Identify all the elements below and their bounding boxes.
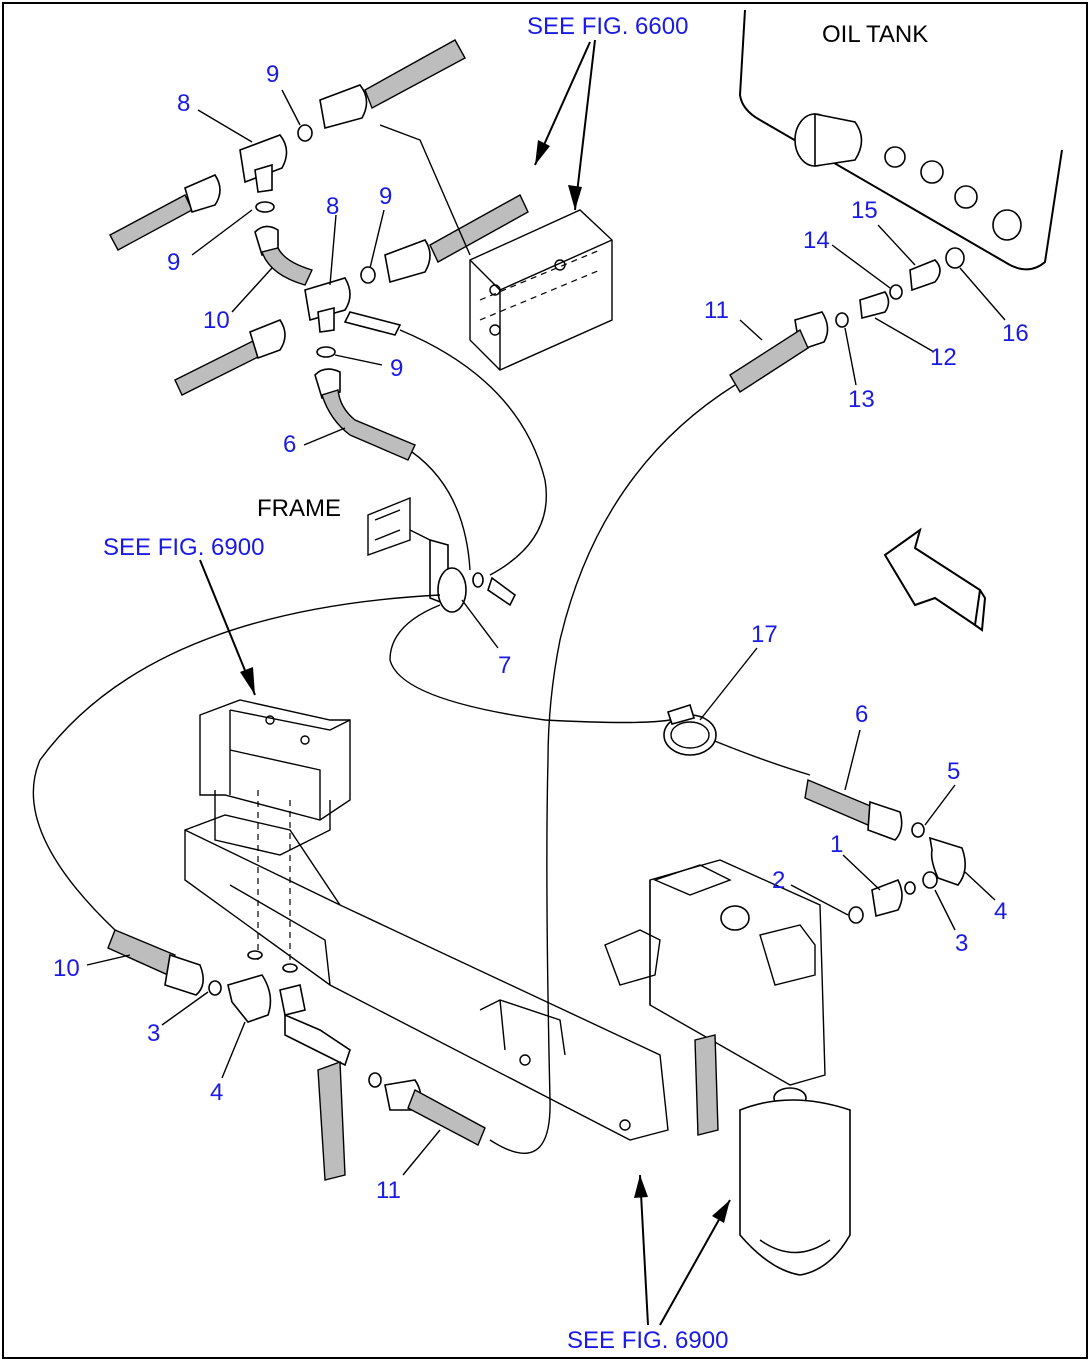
- leader-lines: [86, 89, 1006, 1176]
- filter-unit: [604, 859, 851, 1276]
- valve-block-lower-left: [199, 699, 351, 856]
- callout-10: 10: [203, 307, 230, 334]
- direction-arrow-icon: [883, 527, 987, 632]
- callout-1: 1: [830, 831, 843, 858]
- callout-7: 7: [498, 652, 511, 679]
- callout-9: 9: [379, 183, 392, 210]
- caption-see-fig-6600: SEE FIG. 6600: [527, 13, 688, 40]
- frame-member: [184, 790, 669, 1141]
- oil-tank: [738, 9, 1063, 271]
- callout-15: 15: [851, 197, 878, 224]
- callout-13: 13: [848, 386, 875, 413]
- caption-see-fig-6900-bottom: SEE FIG. 6900: [567, 1327, 728, 1354]
- callout-10: 10: [53, 955, 80, 982]
- callout-2: 2: [772, 867, 785, 894]
- callout-14: 14: [803, 227, 830, 254]
- callout-3: 3: [147, 1020, 160, 1047]
- callout-11: 11: [376, 1177, 401, 1204]
- fittings-12-16: [835, 247, 965, 328]
- tee-fittings-8: [109, 39, 529, 396]
- caption-frame: FRAME: [257, 495, 341, 522]
- callout-9: 9: [167, 249, 180, 276]
- fittings-lower-left: [107, 929, 486, 1181]
- callout-5: 5: [947, 758, 960, 785]
- elbow-6-upper: [314, 329, 547, 576]
- valve-block-upper: [379, 124, 613, 371]
- callout-6: 6: [855, 701, 868, 728]
- callout-9: 9: [266, 61, 279, 88]
- callout-17: 17: [751, 621, 778, 648]
- callout-11: 11: [704, 297, 729, 324]
- callout-3: 3: [955, 930, 968, 957]
- callout-4: 4: [994, 898, 1007, 925]
- callout-12: 12: [930, 344, 957, 371]
- clamp-17: [663, 703, 717, 756]
- callout-16: 16: [1002, 320, 1029, 347]
- callout-6: 6: [283, 431, 296, 458]
- hose-11-upper: [547, 311, 829, 761]
- callout-4: 4: [210, 1079, 223, 1106]
- callout-8: 8: [326, 193, 339, 220]
- callout-8: 8: [177, 90, 190, 117]
- long-hoses: [32, 594, 811, 1155]
- callout-9: 9: [390, 355, 403, 382]
- caption-oil-tank: OIL TANK: [822, 21, 928, 48]
- clamp-7: [367, 496, 517, 613]
- caption-see-fig-6900-left: SEE FIG. 6900: [103, 534, 264, 561]
- reference-arrows: [199, 39, 731, 1326]
